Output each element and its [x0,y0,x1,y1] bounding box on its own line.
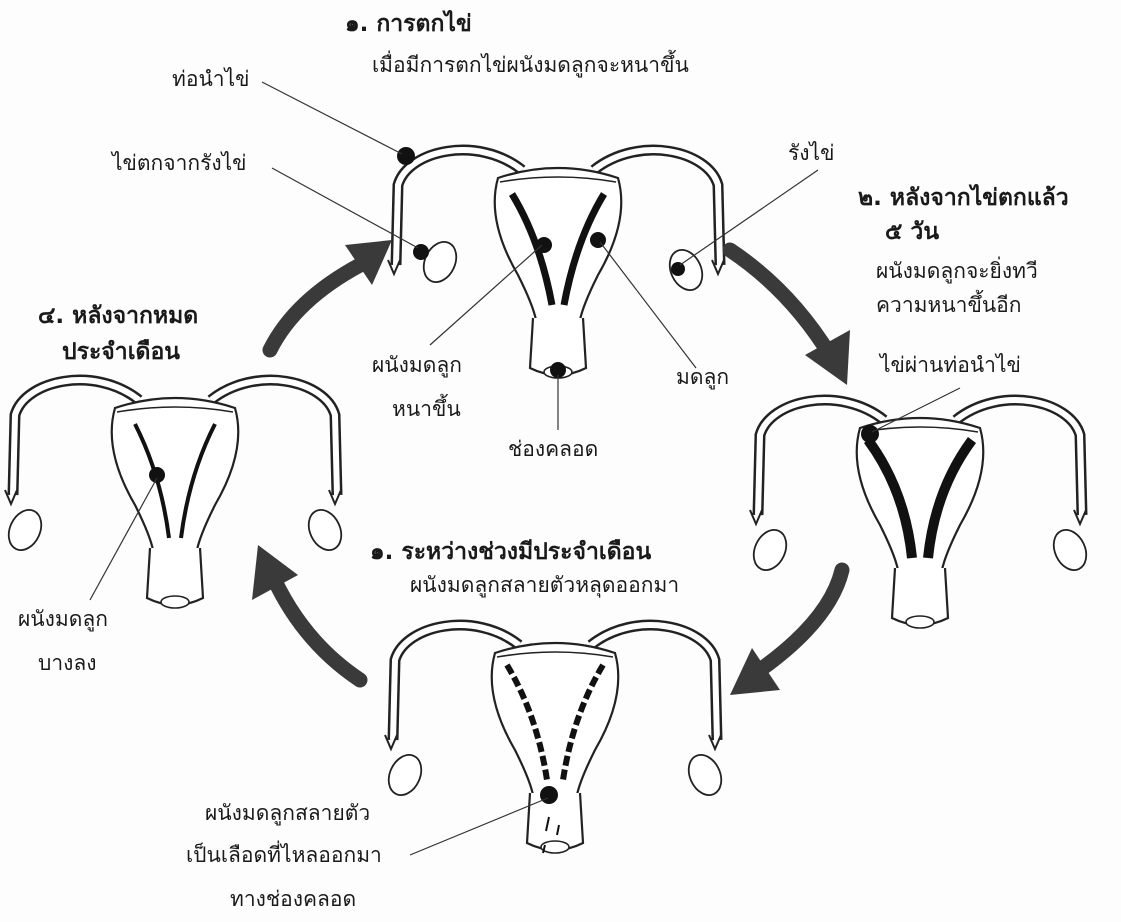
label-thick-wall-line1: ผนังมดลูก [372,352,462,378]
stage-2-desc-line1: ผนังมดลูกจะยิ่งทวี [876,258,1038,284]
stage-3-desc: ผนังมดลูกสลายตัวหลุดออกมา [410,572,679,598]
label-egg-in-tube: ไข่ผ่านท่อนำไข่ [880,352,1021,378]
label-thick-wall-line2: หนาขึ้น [392,396,461,422]
stage-2-title-line2: ๕ วัน [885,218,939,247]
stage-2-desc-line2: ความหนาขึ้นอีก [876,292,1022,318]
label-ovary: รังไข่ [788,140,834,166]
stage-1-desc: เมื่อมีการตกไข่ผนังมดลูกจะหนาขึ้น [372,52,689,78]
stage-2-title-line1: ๒. หลังจากไข่ตกแล้ว [858,184,1069,213]
label-egg-from-ovary: ไข่ตกจากรังไข่ [112,150,247,176]
uterus-stage-1 [388,147,724,378]
label-uterus: มดลูก [676,364,729,390]
label-thin-wall-line2: บางลง [38,650,97,676]
label-vagina: ช่องคลอด [508,436,598,462]
label-shed-line3: ทางช่องคลอด [230,886,356,912]
stage-3-title: ๑. ระหว่างช่วงมีประจำเดือน [370,538,651,567]
label-shed-line2: เป็นเลือดที่ไหลออกมา [186,842,382,868]
stage-4-title-line2: ประจำเดือน [62,338,180,367]
label-fallopian-tube: ท่อนำไข่ [172,66,250,92]
uterus-stage-3 [383,625,728,853]
label-shed-line1: ผนังมดลูกสลายตัว [205,800,370,826]
stage-4-title-line1: ๔. หลังจากหมด [38,302,198,331]
uterus-stage-2 [748,400,1093,628]
label-thin-wall-line1: ผนังมดลูก [18,606,108,632]
stage-1-title: ๑. การตกไข่ [345,10,472,39]
